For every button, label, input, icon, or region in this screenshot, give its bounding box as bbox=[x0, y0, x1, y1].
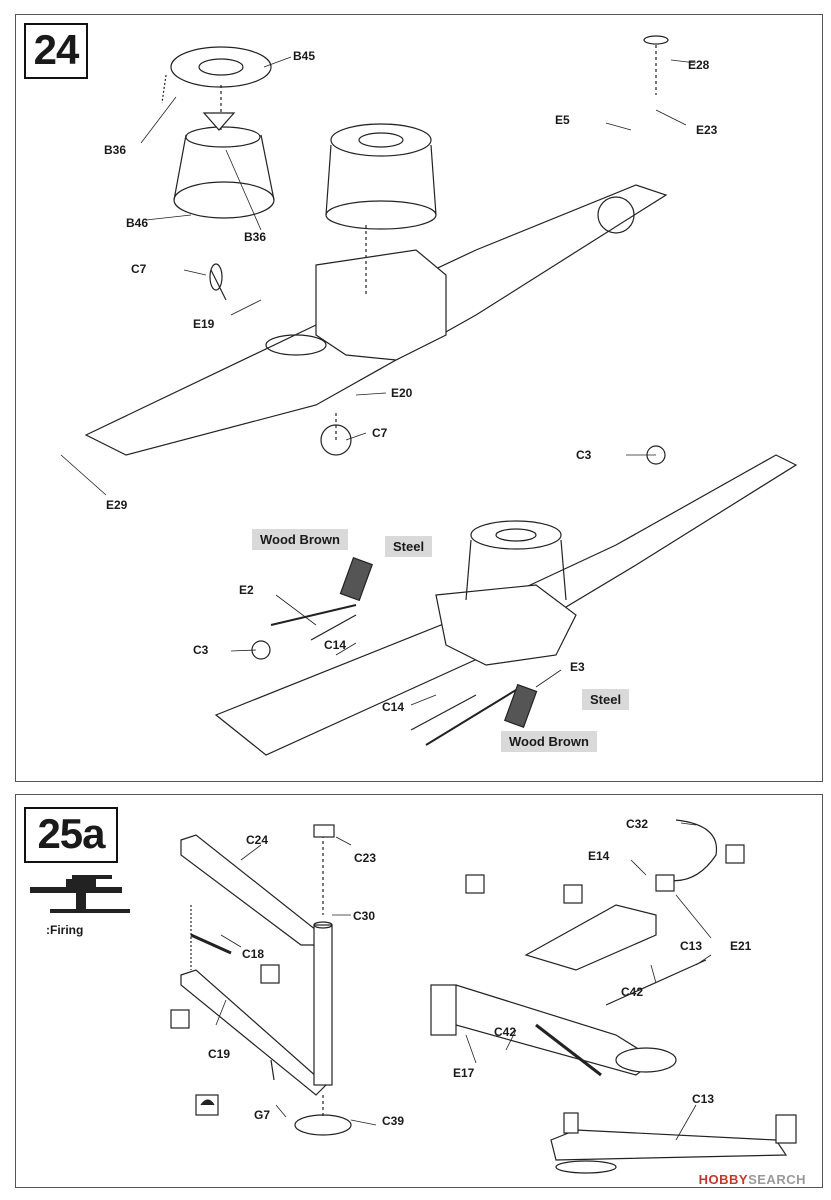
part-label-c7: C7 bbox=[372, 426, 388, 440]
part-label-e21: E21 bbox=[730, 939, 752, 953]
part-label-c13: C13 bbox=[692, 1092, 715, 1106]
paint-label-wood-brown: Wood Brown bbox=[501, 731, 597, 752]
part-label-e23: E23 bbox=[696, 123, 718, 137]
paint-label-steel: Steel bbox=[385, 536, 433, 557]
part-label-e20: E20 bbox=[391, 386, 413, 400]
part-label-g7: G7 bbox=[254, 1108, 271, 1122]
trail-leg-left-drawing bbox=[170, 824, 352, 1136]
part-label-c42: C42 bbox=[621, 985, 644, 999]
part-label-e14: E14 bbox=[588, 849, 610, 863]
firing-mode-icon bbox=[30, 875, 130, 913]
part-label-b36: B36 bbox=[104, 143, 127, 157]
step-number: 25a bbox=[24, 807, 118, 863]
cone-assembly-drawing bbox=[161, 46, 275, 219]
part-label-c18: C18 bbox=[242, 947, 265, 961]
part-label-e5: E5 bbox=[555, 113, 570, 127]
part-label-e3: E3 bbox=[570, 660, 585, 674]
carriage-lower-drawing bbox=[214, 445, 798, 756]
part-label-b36: B36 bbox=[244, 230, 267, 244]
step-25a-assembly-drawing bbox=[30, 819, 797, 1174]
part-label-c42: C42 bbox=[494, 1025, 517, 1039]
part-label-c3: C3 bbox=[193, 643, 209, 657]
step-25a-panel: 25a bbox=[15, 794, 823, 1188]
part-label-b46: B46 bbox=[126, 216, 149, 230]
part-label-e17: E17 bbox=[453, 1066, 475, 1080]
part-label-c30: C30 bbox=[353, 909, 376, 923]
watermark-brand: HOBBY bbox=[698, 1172, 749, 1187]
part-label-c3: C3 bbox=[576, 448, 592, 462]
trail-leg-right-drawing bbox=[429, 819, 797, 1174]
part-label-c23: C23 bbox=[354, 851, 377, 865]
firing-mode-label: :Firing bbox=[46, 923, 84, 937]
watermark-suffix: SEARCH bbox=[748, 1172, 806, 1187]
part-label-e29: E29 bbox=[106, 498, 128, 512]
part-label-c14: C14 bbox=[324, 638, 347, 652]
part-label-e19: E19 bbox=[193, 317, 215, 331]
part-label-c24: C24 bbox=[246, 833, 269, 847]
step-24-panel: 24 bbox=[15, 14, 823, 782]
paint-label-wood-brown: Wood Brown bbox=[252, 529, 348, 550]
part-label-c32: C32 bbox=[626, 817, 649, 831]
leader-lines bbox=[215, 822, 712, 1141]
part-label-c7: C7 bbox=[131, 262, 147, 276]
part-label-e28: E28 bbox=[688, 58, 710, 72]
carriage-upper-drawing bbox=[84, 35, 669, 456]
part-label-b45: B45 bbox=[293, 49, 316, 63]
watermark: HOBBYSEARCH bbox=[699, 1172, 806, 1187]
part-label-c19: C19 bbox=[208, 1047, 231, 1061]
part-label-c14: C14 bbox=[382, 700, 405, 714]
part-label-e2: E2 bbox=[239, 583, 254, 597]
part-label-c13: C13 bbox=[680, 939, 703, 953]
step-number: 24 bbox=[24, 23, 88, 79]
part-label-c39: C39 bbox=[382, 1114, 405, 1128]
step-24-assembly-drawing bbox=[60, 35, 798, 756]
paint-label-steel: Steel bbox=[582, 689, 630, 710]
leader-lines bbox=[60, 56, 697, 706]
